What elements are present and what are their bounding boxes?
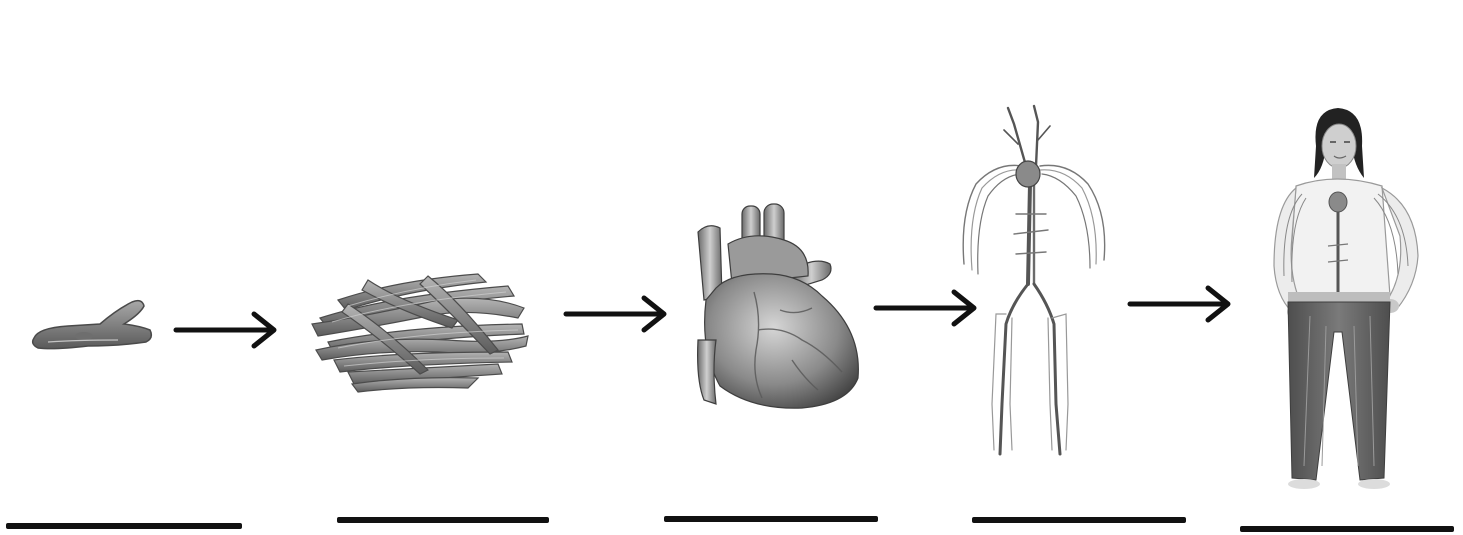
answer-blank-cell[interactable] — [6, 523, 242, 529]
arrow-right-icon — [176, 310, 278, 350]
human-figure-icon — [1266, 106, 1426, 492]
heart-icon — [692, 200, 862, 412]
answer-blank-tissue[interactable] — [337, 517, 549, 523]
arrow-right-icon — [566, 294, 668, 334]
circulatory-system-icon — [956, 104, 1118, 460]
arrow-right-icon — [1130, 284, 1232, 324]
answer-blank-organism[interactable] — [1240, 526, 1454, 532]
muscle-tissue-icon — [308, 260, 530, 398]
answer-blank-organ[interactable] — [664, 516, 878, 522]
answer-blank-organ-system[interactable] — [972, 517, 1186, 523]
muscle-cell-icon — [28, 290, 156, 360]
